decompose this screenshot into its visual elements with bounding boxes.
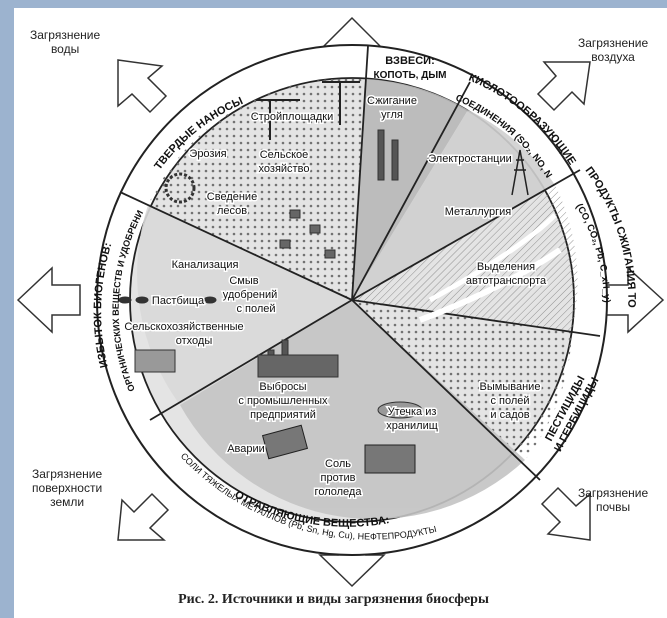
cow-icon (118, 296, 217, 304)
label-power: Электростанции (428, 153, 511, 165)
label-transport-2: автотранспорта (466, 275, 547, 287)
pictograms (118, 81, 562, 474)
storage-tank-icon (377, 401, 423, 419)
fill-biogens (137, 205, 352, 405)
label-industry-2: с промышленных (238, 395, 328, 407)
label-fertilizer-1: Смыв (229, 275, 258, 287)
corner-surface-line1: Загрязнение (32, 467, 103, 481)
label-storage-2: хранилищ (386, 420, 438, 432)
corner-air: Загрязнение воздуха (578, 36, 648, 64)
label-farm-waste-1: Сельскохозяйственные (124, 321, 243, 333)
arrow-left (16, 266, 81, 334)
arrow-down-right (540, 486, 591, 541)
label-washout-3: и садов (490, 409, 529, 421)
label-fertilizer-3: с полей (236, 303, 275, 315)
label-salt-2: против (321, 472, 356, 484)
arrow-up-left (117, 59, 168, 114)
sector-fills (137, 78, 578, 520)
fill-washout (352, 300, 572, 460)
label-industry-3: предприятий (250, 409, 316, 421)
label-fertilizer-2: удобрений (223, 289, 278, 301)
figure-caption: Рис. 2. Источники и виды загрязнения био… (178, 592, 489, 607)
barn-icon (134, 349, 176, 373)
fill-power (352, 110, 555, 300)
label-salt-1: Соль (325, 458, 351, 470)
power-tower-icon (511, 149, 529, 196)
label-agri-1: Сельское (260, 149, 309, 161)
label-salt-3: гололеда (315, 486, 363, 498)
corner-water-line2: воды (50, 42, 80, 56)
corner-soil-line2: почвы (595, 500, 631, 514)
label-storage-1: Утечка из (388, 406, 437, 418)
label-farm-waste-2: отходы (176, 335, 213, 347)
road-icon (418, 247, 562, 323)
label-washout-1: Вымывание (480, 381, 541, 393)
crane-icon (256, 81, 360, 140)
label-sewage: Канализация (172, 259, 239, 271)
corner-soil-line1: Загрязнение (578, 486, 649, 500)
label-erosion: Эрозия (189, 148, 226, 160)
frame-top (0, 0, 667, 8)
corner-surface-line2: поверхности (32, 481, 103, 495)
corner-air-line1: Загрязнение (578, 36, 649, 50)
label-construction: Стройплощадки (251, 111, 334, 123)
sector-suspended-title: ВЗВЕСИ: (385, 55, 434, 67)
corner-water-line1: Загрязнение (30, 28, 101, 42)
sector-dividers (119, 45, 601, 481)
sector-suspended-subtitle: КОПОТЬ, ДЫМ (374, 70, 447, 81)
label-forest-2: лесов (217, 205, 247, 217)
label-industry-1: Выбросы (259, 381, 306, 393)
road-icon-2 (428, 213, 557, 303)
arrow-down-left (117, 492, 170, 541)
source-labels: Стройплощадки Эрозия Сельское хозяйство … (123, 94, 549, 500)
corner-soil: Загрязнение почвы (578, 486, 648, 514)
label-coal-2: угля (381, 109, 403, 121)
corner-air-line2: воздуха (591, 50, 635, 64)
outer-arrows (16, 16, 665, 588)
fill-solid (148, 78, 366, 301)
label-agri-2: хозяйство (259, 163, 310, 175)
label-washout-2: с полей (490, 395, 529, 407)
frame-left (0, 0, 14, 618)
truck-icon (261, 424, 416, 474)
label-pasture: Пастбища (152, 295, 205, 307)
label-metal: Металлургия (445, 206, 512, 218)
label-transport-1: Выделения (477, 261, 535, 273)
label-coal-1: Сжигание (367, 95, 417, 107)
label-accidents: Аварии (227, 443, 265, 455)
corner-surface: Загрязнение поверхности земли (32, 467, 102, 509)
fill-transport (352, 185, 578, 332)
factory-icon (257, 354, 339, 378)
tree-stump-icon (279, 209, 336, 259)
corner-water: Загрязнение воды (30, 28, 100, 56)
arrow-up-right (536, 61, 591, 112)
label-forest-1: Сведение (207, 191, 257, 203)
corner-surface-line3: земли (50, 495, 85, 509)
gear-icon (164, 172, 196, 204)
